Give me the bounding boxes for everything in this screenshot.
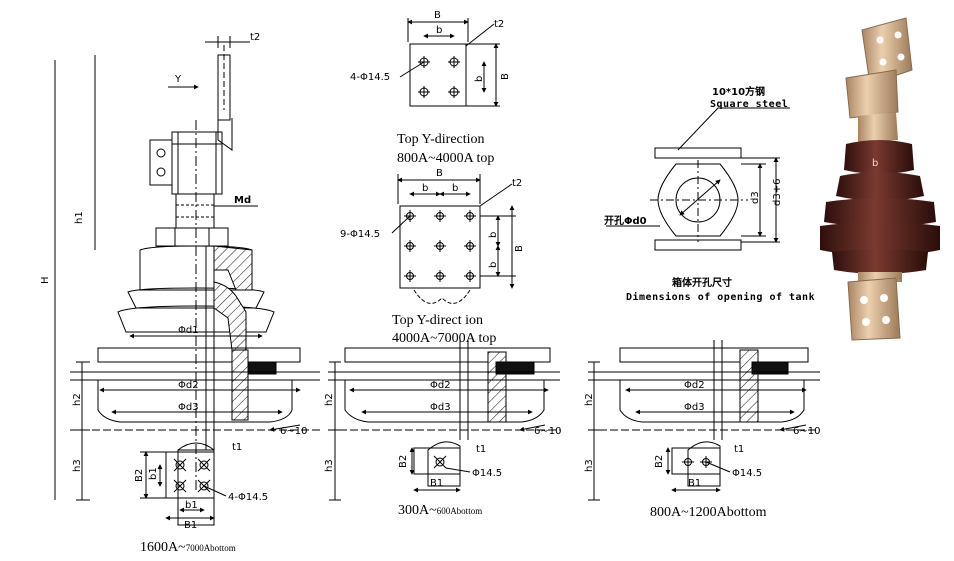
- right-d2-label: Φd2: [684, 380, 705, 391]
- bottom-section-300-600A-labels: Φd2 Φd3 h2 h3 t1 6~10 B2 B1 Φ14.5 300A~6…: [324, 380, 561, 518]
- tank-cn-title: 箱体开孔尺寸: [672, 276, 732, 289]
- top-view-4-labels: B b b B t2 4-Φ14.5 Top Y-direction 800A~…: [350, 10, 511, 166]
- top9-caption-2: 4000A~7000A top: [392, 331, 496, 346]
- holes-label: 4-Φ14.5: [228, 492, 268, 503]
- mid-d3-label: Φd3: [430, 402, 451, 413]
- top4-holes-label: 4-Φ14.5: [350, 72, 390, 83]
- main-bushing-labels: t2 Y h1 Md H Φd1 Φd2 Φd3 h2 h3 t1 6~10 B…: [40, 32, 307, 531]
- top9-b-side1-label: b: [488, 232, 499, 238]
- tank-opening-drawing: [606, 107, 790, 251]
- top9-b-side2-label: b: [488, 262, 499, 268]
- bushing-product-photo: b: [820, 17, 940, 341]
- left-caption-small: 7000Abottom: [186, 543, 236, 553]
- top4-B-label: B: [434, 10, 441, 21]
- steel-en-label: Square steel: [710, 99, 788, 110]
- right-gap-label: 6~10: [793, 426, 820, 437]
- bottom-section-300-600A: [328, 340, 560, 501]
- h1-label: h1: [74, 211, 85, 224]
- gap-label: 6~10: [280, 426, 307, 437]
- top4-caption-1: Top Y-direction: [397, 132, 485, 147]
- bottom-section-800-1200A-labels: Φd2 Φd3 h2 h3 t1 6~10 B2 B1 Φ14.5 800A~1…: [584, 380, 820, 520]
- main-bushing-elevation: [54, 36, 320, 526]
- mid-d2-label: Φd2: [430, 380, 451, 391]
- top9-t2-label: t2: [512, 178, 522, 189]
- right-hole-label: Φ14.5: [732, 468, 762, 479]
- photo-badge: b: [872, 158, 878, 169]
- top4-b-label: b: [436, 25, 442, 36]
- top9-b1-label: b: [422, 183, 428, 194]
- t1-label: t1: [232, 442, 242, 453]
- top9-b2-label: b: [452, 183, 458, 194]
- tank-opening-labels: 10*10方钢 Square steel 开孔Φd0 d3 d3+6 箱体开孔尺…: [604, 85, 815, 303]
- tank-en-title: Dimensions of opening of tank: [626, 291, 815, 303]
- top-view-4-holes: [399, 18, 500, 107]
- top9-B-side-label: B: [514, 245, 525, 252]
- b1-bottom-label: b1: [185, 500, 198, 511]
- mid-b2-label: B2: [398, 455, 409, 468]
- d3-label: Φd3: [178, 402, 199, 413]
- mid-h2-label: h2: [324, 393, 335, 406]
- top4-t2-label: t2: [494, 19, 504, 30]
- t2-label: t2: [250, 32, 260, 43]
- open-hole-label: 开孔Φd0: [604, 214, 647, 227]
- top4-B-side-label: B: [500, 73, 511, 80]
- mid-gap-label: 6~10: [534, 426, 561, 437]
- mid-caption-main: 300A~: [398, 503, 437, 518]
- y-direction-label: Y: [174, 74, 182, 85]
- top4-caption-2: 800A~4000A top: [397, 151, 494, 166]
- right-b1-label: B1: [688, 478, 701, 489]
- steel-cn-label: 10*10方钢: [712, 85, 765, 98]
- right-caption: 800A~1200Abottom: [650, 505, 767, 520]
- b2-label: B2: [134, 469, 145, 482]
- mid-b1-label: B1: [430, 478, 443, 489]
- d3-plus6-label: d3+6: [772, 179, 783, 206]
- top9-caption-1: Top Y-direct ion: [392, 313, 483, 328]
- mid-caption: 300A~600Abottom: [398, 503, 482, 518]
- d2-label: Φd2: [178, 380, 199, 391]
- top9-holes-label: 9-Φ14.5: [340, 229, 380, 240]
- bottom-section-800-1200A: [588, 340, 820, 501]
- left-caption: 1600A~7000Abottom: [140, 540, 236, 555]
- right-h3-label: h3: [584, 459, 595, 472]
- right-d3-label: Φd3: [684, 402, 705, 413]
- top-view-9-holes: [391, 174, 516, 304]
- right-t1-label: t1: [734, 444, 744, 455]
- mid-h3-label: h3: [324, 459, 335, 472]
- top4-b-side-label: b: [474, 76, 485, 82]
- d1-label: Φd1: [178, 325, 199, 336]
- nine-hole-grid: [404, 210, 476, 282]
- b1-width-label: B1: [184, 520, 197, 531]
- h3-label: h3: [72, 459, 83, 472]
- mid-hole-label: Φ14.5: [472, 468, 502, 479]
- d3-open-label: d3: [750, 191, 761, 204]
- md-label: Md: [234, 195, 251, 206]
- h-label: H: [40, 276, 51, 284]
- right-b2-label: B2: [654, 455, 665, 468]
- right-h2-label: h2: [584, 393, 595, 406]
- top9-B-label: B: [436, 168, 443, 179]
- top-view-9-labels: B b b b b B t2 9-Φ14.5 Top Y-direct ion …: [340, 168, 525, 346]
- b1-side-label: b1: [148, 467, 159, 480]
- mid-caption-small: 600Abottom: [437, 506, 483, 516]
- left-caption-main: 1600A~: [140, 540, 186, 555]
- mid-t1-label: t1: [476, 444, 486, 455]
- h2-label: h2: [72, 393, 83, 406]
